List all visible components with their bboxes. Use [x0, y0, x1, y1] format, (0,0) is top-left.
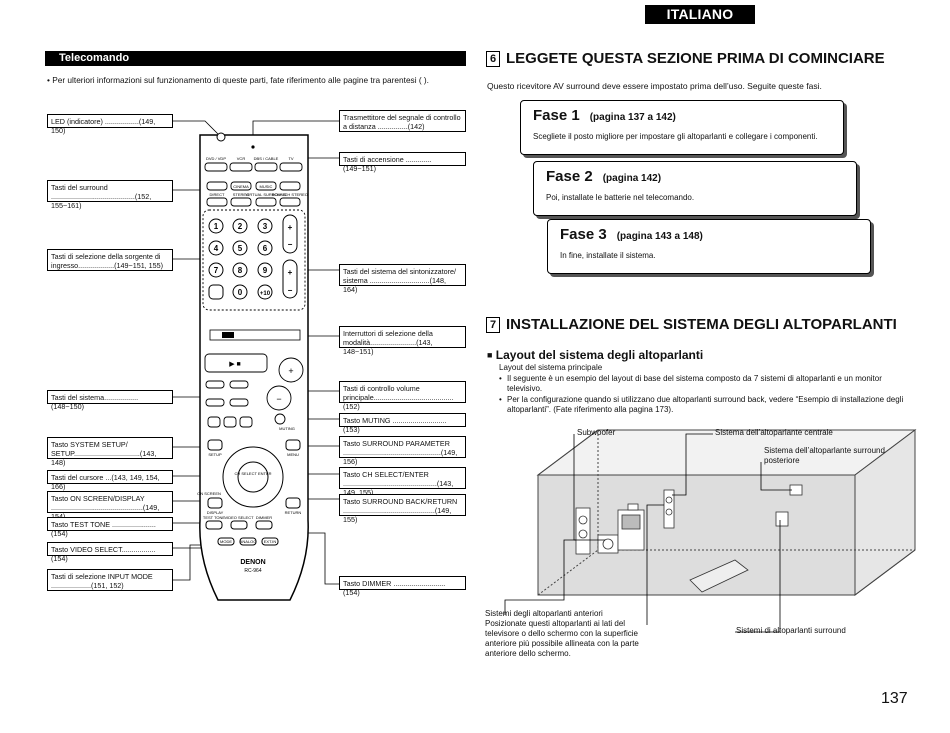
digit-0: 0 — [238, 288, 243, 297]
fase-1-title: Fase 1 — [533, 107, 580, 124]
on-screen-key-label: ON SCREEN — [197, 491, 221, 496]
fase-2-box: Fase 2 (pagina 142) Poi, installate le ba… — [533, 161, 857, 216]
analog-key-label: ANALOG — [240, 539, 257, 544]
digit-1: 1 — [214, 222, 219, 231]
callout-mode-switch: Interruttori di selezione della modalità… — [339, 326, 466, 356]
digit-5: 5 — [238, 244, 243, 253]
label-center-speaker: Sistema dell’altoparlante centrale — [715, 428, 833, 437]
video-select-key-label: VIDEO SELECT — [224, 515, 254, 520]
callout-system: Tasti del sistema.................(148~1… — [47, 390, 173, 411]
digit-plus10: +10 — [260, 291, 271, 297]
subsection-title: Layout del sistema degli altoparlanti — [495, 348, 704, 362]
callout-cursor: Tasti del cursore ...(143, 149, 154, 166… — [47, 470, 173, 491]
speaker-layout-diagram: Subwoofer Sistema dell’altoparlante cent… — [485, 428, 917, 658]
digit-4: 4 — [214, 244, 219, 253]
svg-text:−: − — [288, 240, 293, 249]
fase-2-title: Fase 2 — [546, 168, 593, 185]
fase-3-pages: (pagina 143 a 148) — [616, 231, 703, 242]
callout-led: LED (indicatore) .................(149, … — [47, 114, 173, 135]
digit-3: 3 — [263, 222, 268, 231]
mode-key-label: MODE — [220, 539, 232, 544]
key-cinema-label: CINEMA — [233, 184, 249, 189]
label-surround-back-speaker: Sistema dell’altoparlante surround poste… — [764, 446, 885, 465]
section-6-title: LEGGETE QUESTA SEZIONE PRIMA DI COMINCIA… — [506, 50, 885, 67]
fase-3-box: Fase 3 (pagina 143 a 148) In fine, instal… — [547, 219, 871, 274]
callout-on-screen: Tasto ON SCREEN/DISPLAY ................… — [47, 491, 173, 521]
cursor-center-label: CH SELECT ENTER — [234, 471, 271, 476]
key-virtual-label: VIRTUAL SURROUND — [246, 192, 287, 197]
fase-3-desc: In fine, installate il sistema. — [560, 251, 656, 260]
svg-text:−: − — [276, 394, 281, 404]
callout-input-source: Tasti di selezione della sorgente di ing… — [47, 249, 173, 271]
callout-tuner: Tasti del sistema del sintonizzatore/ si… — [339, 264, 466, 294]
label-front-speakers: Sistemi degli altoparlanti anteriori Pos… — [485, 609, 639, 658]
language-tab: ITALIANO — [645, 5, 755, 24]
svg-text:+: + — [288, 268, 293, 277]
section-title-telecomando: Telecomando — [45, 51, 466, 66]
callout-test-tone: Tasto TEST TONE ......................(1… — [47, 517, 173, 538]
callout-system-setup: Tasto SYSTEM SETUP/ SETUP...............… — [47, 437, 173, 467]
callout-surround: Tasti del surround .....................… — [47, 180, 173, 210]
digit-8: 8 — [238, 266, 243, 275]
key-tv-label: TV — [288, 156, 293, 161]
section-6-intro: Questo ricevitore AV surround deve esser… — [487, 81, 822, 91]
return-key-label: RETURN — [285, 510, 302, 515]
key-direct-label: DIRECT — [210, 192, 225, 197]
callout-input-mode: Tasti di selezione INPUT MODE ..........… — [47, 569, 173, 591]
svg-text:▶ ■: ▶ ■ — [229, 361, 241, 368]
menu-key-label: MENU — [287, 452, 299, 457]
ext-in-key-label: EXT.IN — [264, 539, 277, 544]
callout-muting: Tasto MUTING ...........................… — [339, 413, 466, 434]
subsection-heading: ■ Layout del sistema degli altoparlanti — [487, 348, 704, 362]
page-number: 137 — [881, 690, 908, 707]
key-stereo-label: STEREO — [233, 192, 249, 197]
fase-1-box: Fase 1 (pagina 137 a 142) Scegliete il po… — [520, 100, 844, 155]
svg-text:+: + — [288, 223, 293, 232]
callout-transmitter: Trasmettitore del segnale di controllo a… — [339, 110, 466, 132]
dimmer-key-label: DIMMER — [256, 515, 272, 520]
digit-9: 9 — [263, 266, 268, 275]
test-tone-key-label: TEST TONE — [203, 515, 226, 520]
bullet-2: Per la configurazione quando si utilizza… — [507, 394, 904, 415]
key-music-label: MUSIC — [260, 184, 273, 189]
fase-1-pages: (pagina 137 a 142) — [589, 112, 676, 123]
display-key-label: DISPLAY — [207, 510, 224, 515]
section-6-number: 6 — [486, 51, 500, 67]
section-6-heading: 6 LEGGETE QUESTA SEZIONE PRIMA DI COMINCI… — [486, 50, 885, 68]
svg-text:−: − — [288, 286, 293, 295]
section-7-number: 7 — [486, 317, 500, 333]
remote-model: RC-964 — [244, 568, 261, 574]
fase-2-pages: (pagina 142) — [602, 173, 662, 184]
key-5ch-label: 5CH/ 7CH STEREO — [272, 192, 308, 197]
fase-3-title: Fase 3 — [560, 226, 607, 243]
digit-6: 6 — [263, 244, 268, 253]
remote-control-illustration: DVD / VDP VCR DBS / CABLE TV CINEMA MUSI… — [173, 120, 339, 601]
note: • Per ulteriori informazioni sul funzion… — [47, 75, 429, 85]
fase-2-desc: Poi, installate le batterie nel telecoma… — [546, 193, 695, 202]
digit-7: 7 — [214, 266, 219, 275]
callout-surround-parameter: Tasto SURROUND PARAMETER ...............… — [339, 436, 466, 466]
callout-power: Tasti di accensione .............(149~15… — [339, 152, 466, 173]
fase-1-desc: Scegliete il posto migliore per impostar… — [533, 132, 818, 141]
setup-key-label: SETUP — [208, 452, 222, 457]
digit-2: 2 — [238, 222, 243, 231]
key-dbs-label: DBS / CABLE — [254, 156, 279, 161]
bullet-1: Il seguente è un esempio del layout di b… — [507, 373, 882, 394]
callout-video-select: Tasto VIDEO SELECT.................(154) — [47, 542, 173, 563]
muting-key-label: MUTING — [279, 426, 295, 431]
key-dvd-label: DVD / VDP — [206, 156, 226, 161]
subsection-lead: Layout del sistema principale — [499, 363, 603, 372]
callout-dimmer: Tasto DIMMER ..........................(… — [339, 576, 466, 597]
remote-brand: DENON — [240, 559, 265, 566]
subsection-body: Layout del sistema principale •Il seguen… — [499, 363, 919, 416]
label-subwoofer: Subwoofer — [577, 428, 616, 437]
callout-ch-select: Tasto CH SELECT/ENTER ..................… — [339, 467, 466, 497]
svg-text:+: + — [288, 366, 293, 376]
callout-surround-back: Tasto SURROUND BACK/RETURN .............… — [339, 494, 466, 524]
callout-volume: Tasti di controllo volume principale....… — [339, 381, 466, 411]
key-vcr-label: VCR — [237, 156, 246, 161]
section-7-heading: 7 INSTALLAZIONE DEL SISTEMA DEGLI ALTOPAR… — [486, 316, 897, 334]
section-7-title: INSTALLAZIONE DEL SISTEMA DEGLI ALTOPARL… — [506, 316, 897, 333]
label-surround-speakers: Sistemi di altoparlanti surround — [736, 626, 846, 635]
